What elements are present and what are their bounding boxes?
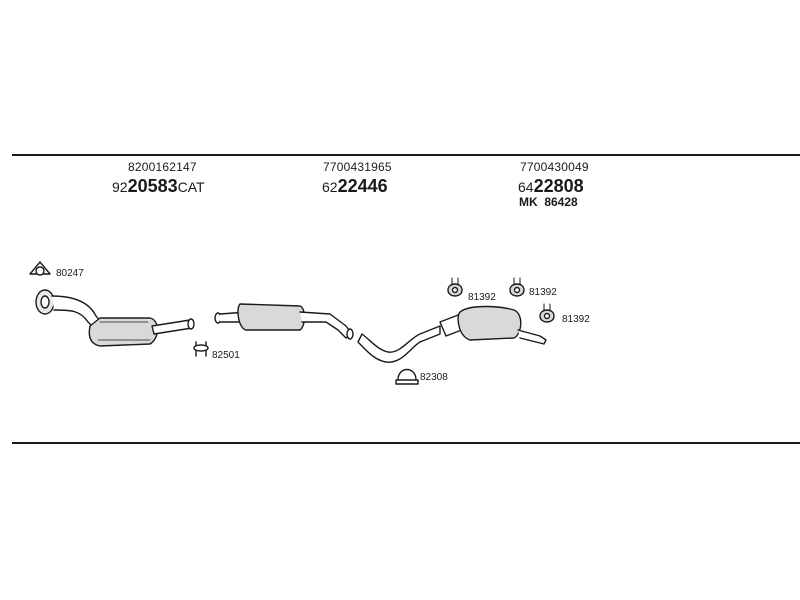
part-prefix-1: 92 <box>112 179 128 195</box>
hanger-icon-2 <box>509 277 525 297</box>
oe-number-3: 7700430049 <box>520 160 589 174</box>
rear-silencer-icon <box>439 305 547 345</box>
gasket-label: 80247 <box>56 268 84 279</box>
part-main-2: 22446 <box>337 176 388 196</box>
catalytic-converter-icon <box>35 289 195 347</box>
part-number-1: 9220583CAT <box>112 176 205 197</box>
mounting-kit-number: MK 86428 <box>519 195 578 209</box>
part-prefix-2: 62 <box>322 179 338 195</box>
hanger-label-2: 81392 <box>529 287 557 298</box>
part-number-3: 6422808 <box>518 176 584 197</box>
part-main-3: 22808 <box>533 176 584 196</box>
u-clamp-icon <box>395 368 419 385</box>
oe-number-1: 8200162147 <box>128 160 197 174</box>
clamp-icon <box>193 341 209 357</box>
oe-number-2: 7700431965 <box>323 160 392 174</box>
hanger-icon-3 <box>539 303 555 323</box>
hanger-icon-1 <box>447 277 463 297</box>
middle-silencer-icon <box>214 303 354 340</box>
top-divider <box>12 154 800 156</box>
part-prefix-3: 64 <box>518 179 534 195</box>
clamp-left-label: 82501 <box>212 350 240 361</box>
connecting-pipe-icon <box>357 325 441 363</box>
part-suffix-1: CAT <box>177 179 205 195</box>
clamp-mid-label: 82308 <box>420 372 448 383</box>
part-number-2: 6222446 <box>322 176 388 197</box>
part-main-1: 20583 <box>127 176 178 196</box>
gasket-icon <box>29 261 51 276</box>
bottom-divider <box>12 442 800 444</box>
hanger-label-1: 81392 <box>468 292 496 303</box>
hanger-label-3: 81392 <box>562 314 590 325</box>
